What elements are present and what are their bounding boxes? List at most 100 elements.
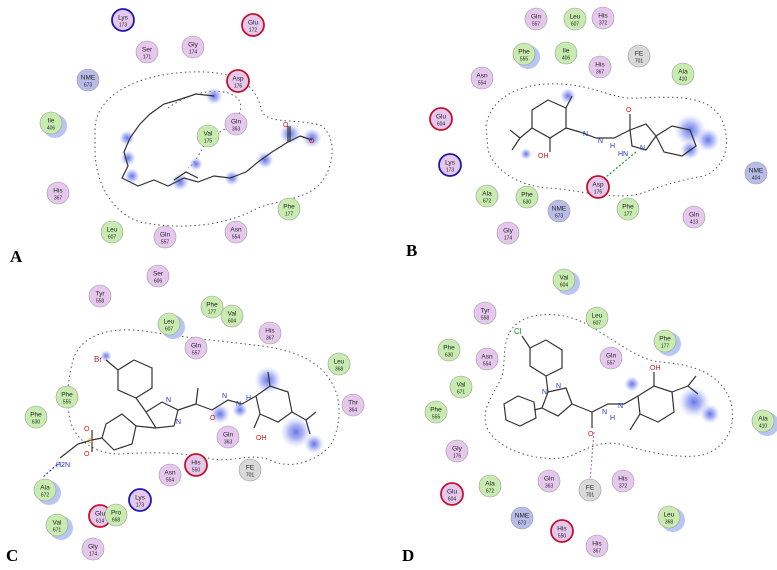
atom-label: H — [610, 415, 615, 422]
panel-b: OH N N H O N HN Gln557Leu607His372Phe555… — [406, 6, 768, 260]
residue-name: Gln — [531, 14, 542, 21]
residue-number: 604 — [560, 283, 569, 289]
residue-name: Glu — [95, 511, 106, 518]
residue-name: Ser — [142, 47, 153, 54]
residue-disc — [512, 42, 536, 66]
residue-number: 554 — [166, 478, 175, 484]
inner-pocket-outline — [167, 90, 242, 169]
residue-number: 557 — [532, 22, 541, 28]
residue-number: 367 — [266, 336, 275, 342]
residue-number: 557 — [161, 240, 170, 246]
residue-disc — [216, 425, 240, 449]
residue-disc — [578, 478, 602, 502]
residue-disc — [429, 107, 453, 131]
residue-number: 176 — [453, 454, 462, 460]
residue-number: 176 — [234, 84, 243, 90]
residue-name: Gln — [689, 212, 700, 219]
residue-number: 673 — [84, 83, 93, 89]
residue-number: 668 — [112, 518, 121, 524]
residue-name: Val — [53, 520, 62, 527]
atom-label: OH — [650, 365, 661, 372]
atom-label: N — [618, 403, 623, 410]
residue-name: Phe — [443, 345, 455, 352]
residue-disc — [241, 13, 265, 37]
residue-name: NME — [515, 513, 530, 520]
residue-disc — [657, 505, 681, 529]
residue-number: 171 — [143, 55, 152, 61]
residue-name: Phe — [30, 412, 42, 419]
residue-disc — [563, 7, 587, 31]
pocket-outline — [484, 314, 734, 459]
residue-number: 406 — [47, 126, 56, 132]
residue-disc — [258, 321, 282, 345]
atom-label: Cl — [514, 327, 522, 336]
residue-disc — [341, 393, 365, 417]
atom-label: N — [542, 389, 547, 396]
panel-c: Br N N O N N H OH S O O H2N Ser606Tyr558… — [6, 264, 365, 565]
residue-name: Val — [457, 382, 466, 389]
residue-disc — [475, 347, 499, 371]
residue-name: FE — [586, 485, 595, 492]
residue-number: 701 — [586, 493, 595, 499]
residue-number: 701 — [246, 473, 255, 479]
residue-name: Leu — [592, 313, 603, 320]
residue-number: 413 — [690, 220, 699, 226]
residue-number: 554 — [483, 362, 492, 368]
residue-number: 174 — [504, 236, 513, 242]
residue-number: 630 — [523, 200, 532, 206]
panel-label: B — [406, 241, 417, 260]
residue-name: Asn — [164, 470, 176, 477]
residue-number: 174 — [89, 552, 98, 558]
residue-disc — [81, 537, 105, 561]
panel-label: C — [6, 546, 18, 565]
residue-disc — [181, 35, 205, 59]
residue-name: Lys — [135, 495, 146, 502]
residue-number: 367 — [596, 70, 605, 76]
atom-label: N — [583, 131, 588, 138]
residue-number: 554 — [232, 235, 241, 241]
residue-disc — [437, 338, 461, 362]
atom-label: N — [598, 138, 603, 145]
atom-label: N — [176, 419, 181, 426]
residue-name: Thr — [348, 400, 359, 407]
residue-disc — [100, 220, 124, 244]
residue-name: His — [557, 526, 567, 533]
residue-disc — [550, 519, 574, 543]
pocket-outline — [485, 83, 727, 197]
residue-name: Gln — [606, 353, 617, 360]
residue-disc — [510, 506, 534, 530]
residue-disc — [184, 336, 208, 360]
residue-disc — [158, 463, 182, 487]
residue-disc — [554, 41, 578, 65]
residue-disc — [224, 112, 248, 136]
residue-disc — [76, 68, 100, 92]
residue-name: Leu — [107, 227, 118, 234]
residue-name: Ala — [485, 481, 495, 488]
residue-name: Lys — [445, 160, 456, 167]
residue-name: Phe — [659, 336, 671, 343]
